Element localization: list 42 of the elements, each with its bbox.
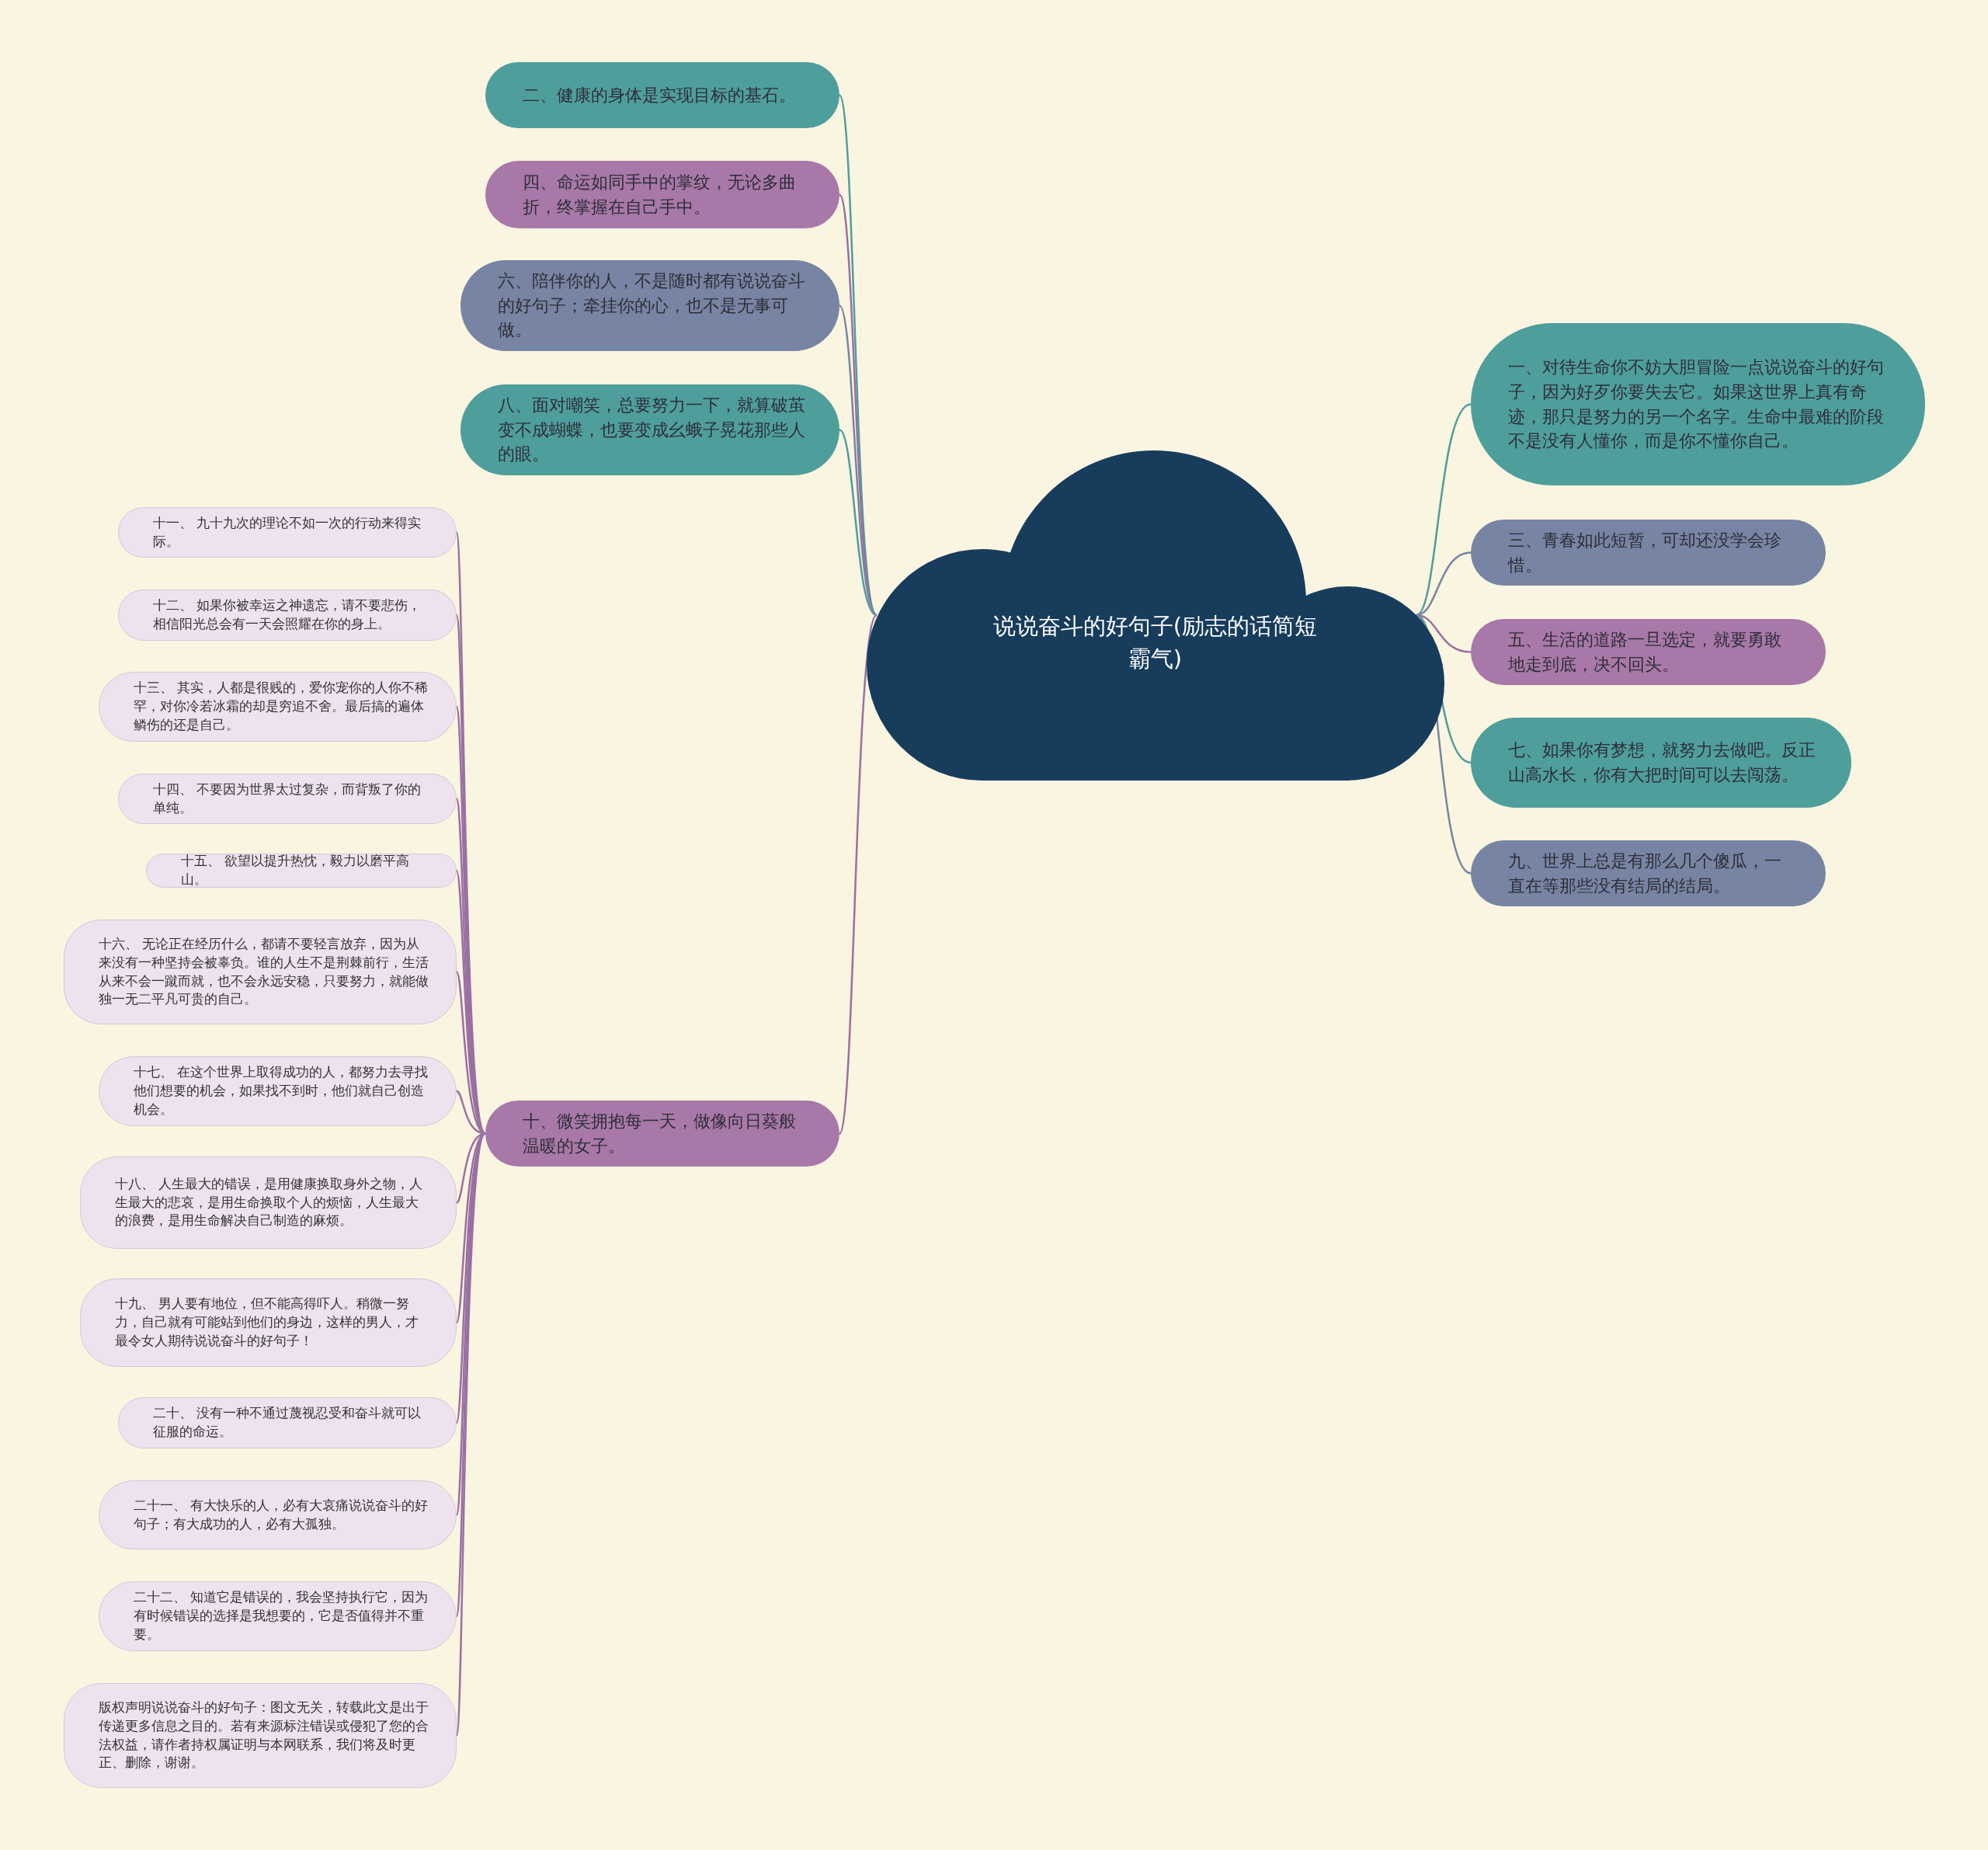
subtopic-pill bbox=[146, 854, 457, 888]
topic-text: 十、微笑拥抱每一天，做像向日葵般温暖的女子。 bbox=[523, 1110, 797, 1157]
topic-text: 四、命运如同手中的掌纹，无论多曲折，终掌握在自己手中。 bbox=[523, 171, 797, 218]
subtopic-text: 二十、 没有一种不通过蔑视忍受和奋斗就可以征服的命运。 bbox=[153, 1404, 422, 1441]
subtopic-text: 十一、 九十九次的理论不如一次的行动来得实际。 bbox=[153, 513, 422, 551]
subtopic-text: 十五、 欲望以提升热忱，毅力以磨平高山。 bbox=[181, 852, 411, 888]
subtopic-text: 二十二、 知道它是错误的，我会坚持执行它，因为有时候错误的选择是我想要的，它是否值得并不重要。 bbox=[134, 1588, 429, 1643]
branch-line bbox=[838, 614, 878, 1134]
subtopic-pill bbox=[64, 1683, 457, 1788]
subtopic-pill bbox=[118, 774, 457, 824]
subtopic-pill bbox=[99, 672, 457, 742]
subtopic-text: 十八、 人生最大的错误，是用健康换取身外之物，人生最大的悲哀，是用生命换取个人的烦恼，人生最大的浪费，是用生命解决自己制造的麻烦。 bbox=[115, 1174, 424, 1230]
subtopic-text: 十六、 无论正在经历什么，都请不要轻言放弃，因为从来没有一种坚持会被辜负。谁的人生不是荆棘前行，生活从来不会一蹴而就，也不会永远安稳，只要努力，就能做独一无二平凡可贵的自己。 bbox=[99, 934, 429, 1009]
branch-line bbox=[455, 1133, 487, 1736]
topic-text: 三、青春如此短暂，可却还没学会珍惜。 bbox=[1508, 529, 1782, 576]
topic-text: 一、对待生命你不妨大胆冒险一点说说奋斗的好句子，因为好歹你要失去它。如果这世界上真有奇迹，那只是努力的另一个名字。生命中最难的阶段不是没有人懂你，而是你不懂你自己。 bbox=[1508, 356, 1885, 453]
subtopic-text: 十二、 如果你被幸运之神遗忘，请不要悲伤，相信阳光总会有一天会照耀在你的身上。 bbox=[153, 596, 422, 633]
subtopic-pill bbox=[80, 1156, 457, 1249]
subtopic-text: 十三、 其实，人都是很贱的，爱你宠你的人你不稀罕，对你冷若冰霜的却是穷追不舍。最后搞的遍体鳞伤的还是自己。 bbox=[134, 679, 429, 734]
topic-text: 五、生活的道路一旦选定，就要勇敢地走到底，决不回头。 bbox=[1508, 628, 1782, 676]
subtopic-text: 二十一、 有大快乐的人，必有大哀痛说说奋斗的好句子；有大成功的人，必有大孤独。 bbox=[134, 1496, 429, 1533]
topic-text: 二、健康的身体是实现目标的基石。 bbox=[523, 84, 796, 106]
subtopic-pill bbox=[99, 1581, 457, 1651]
branch-line bbox=[839, 429, 878, 616]
branch-line bbox=[1416, 403, 1472, 616]
subtopic-pill bbox=[118, 589, 457, 641]
subtopic-pill bbox=[80, 1278, 457, 1367]
subtopic-text: 十四、 不要因为世界太过复杂，而背叛了你的单纯。 bbox=[153, 780, 422, 817]
subtopic-text: 版权声明说说奋斗的好句子：图文无关，转载此文是出于传递更多信息之目的。若有来源标注错误或侵犯了您的合法权益，请作者持权属证明与本网联系，我们将及时更正、删除，谢谢。 bbox=[99, 1698, 429, 1772]
branch-line bbox=[838, 304, 878, 616]
branch-line bbox=[1416, 551, 1472, 617]
topic-text: 七、如果你有梦想，就努力去做吧。反正山高水长，你有大把时间可以去闯荡。 bbox=[1508, 739, 1816, 786]
subtopic-text: 十七、 在这个世界上取得成功的人，都努力去寻找他们想要的机会，如果找不到时，他们就自己创造机会。 bbox=[134, 1063, 429, 1118]
central-topic-text: 说说奋斗的好句子(励志的话简短霸气) bbox=[992, 612, 1319, 674]
subtopic-pill bbox=[99, 1480, 457, 1549]
subtopic-pill bbox=[64, 920, 457, 1024]
topic-text: 九、世界上总是有那么几个傻瓜，一直在等那些没有结局的结局。 bbox=[1508, 850, 1782, 897]
topic-text: 八、面对嘲笑，总要努力一下，就算破茧变不成蝴蝶，也要变成幺蛾子晃花那些人的眼。 bbox=[498, 394, 806, 466]
subtopic-text: 十九、 男人要有地位，但不能高得吓人。稍微一努力，自己就有可能站到他们的身边，这样的男人，才最令女人期待说说奋斗的好句子！ bbox=[115, 1295, 419, 1350]
subtopic-pill bbox=[118, 1397, 457, 1448]
topic-text: 六、陪伴你的人，不是随时都有说说奋斗的好句子；牵挂你的心，也不是无事可做。 bbox=[498, 270, 806, 342]
subtopic-pill bbox=[118, 507, 457, 558]
